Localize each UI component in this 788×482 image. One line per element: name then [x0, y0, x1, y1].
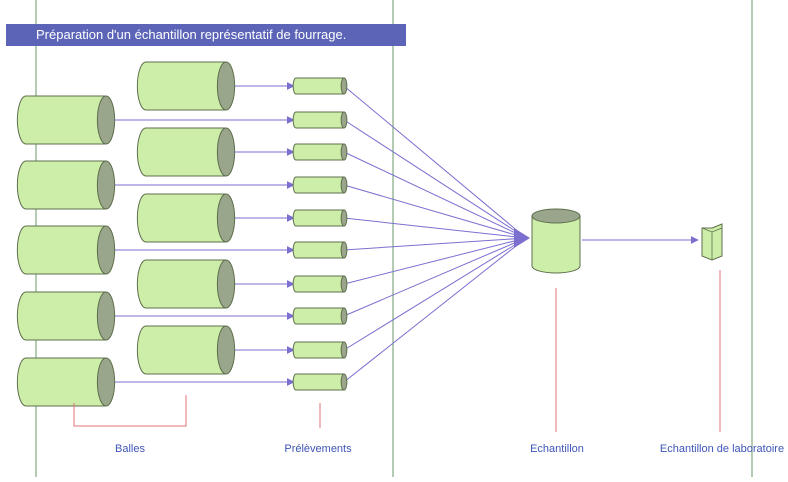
converge-line — [343, 85, 527, 239]
label-echantillon: Echantillon — [530, 443, 584, 455]
converge-line — [343, 237, 527, 351]
converge-line — [343, 237, 527, 383]
sample — [292, 77, 348, 95]
cylinder-end — [96, 160, 116, 210]
cylinder-body — [136, 61, 227, 111]
converge-line — [343, 184, 527, 239]
bale — [16, 160, 116, 210]
lab-sample-edges — [701, 227, 723, 260]
cylinder-end — [340, 77, 348, 95]
bale — [136, 61, 236, 111]
cylinder-body — [16, 291, 107, 341]
cylinder-body — [292, 176, 345, 194]
converge-line — [343, 217, 527, 239]
cylinder-end — [96, 95, 116, 145]
bale — [16, 95, 116, 145]
cylinder-end — [340, 341, 348, 359]
converge-line — [343, 119, 527, 239]
cylinder-body — [292, 209, 345, 227]
converge-arrowhead — [514, 228, 530, 248]
cylinder-body — [136, 193, 227, 243]
echantillon-cylinder — [531, 208, 581, 274]
cylinder-body — [136, 127, 227, 177]
cylinder-body — [16, 357, 107, 407]
sample — [292, 111, 348, 129]
label-balles: Balles — [115, 443, 145, 455]
cylinder-end — [340, 176, 348, 194]
cylinder-end — [96, 357, 116, 407]
cylinder-end — [340, 307, 348, 325]
bale — [136, 259, 236, 309]
cylinder-top — [531, 208, 581, 224]
cylinder-body — [292, 111, 345, 129]
cylinder-body — [292, 241, 345, 259]
sample — [292, 373, 348, 391]
label-echantillon-laboratoire: Echantillon de laboratoire — [660, 443, 784, 455]
bale — [16, 357, 116, 407]
converge-line — [343, 237, 527, 251]
sample — [292, 241, 348, 259]
sample — [292, 341, 348, 359]
cylinder-body — [292, 275, 345, 293]
cylinder-end — [340, 111, 348, 129]
cylinder-body — [292, 341, 345, 359]
cylinder-end — [340, 143, 348, 161]
cylinder-end — [96, 291, 116, 341]
cylinder-body — [292, 77, 345, 95]
cylinder-body — [16, 225, 107, 275]
cylinder-end — [216, 127, 236, 177]
cylinder-end — [216, 61, 236, 111]
cylinder-end — [340, 275, 348, 293]
cylinder-body — [136, 325, 227, 375]
sample — [292, 307, 348, 325]
cylinder-end — [340, 209, 348, 227]
cylinder-body — [531, 216, 581, 274]
sample — [292, 176, 348, 194]
cylinder-end — [216, 193, 236, 243]
cylinder-end — [96, 225, 116, 275]
cylinder-body — [16, 95, 107, 145]
bale — [16, 225, 116, 275]
bale — [16, 291, 116, 341]
cylinder-body — [292, 373, 345, 391]
balles-bracket — [73, 395, 187, 427]
cylinder-end — [216, 325, 236, 375]
converge-line — [343, 237, 527, 317]
cylinder-body — [136, 259, 227, 309]
cylinder-end — [216, 259, 236, 309]
sample — [292, 275, 348, 293]
cylinder-end — [340, 241, 348, 259]
cylinder-body — [292, 143, 345, 161]
converge-line — [343, 237, 527, 285]
cylinder-body — [16, 160, 107, 210]
sample — [292, 143, 348, 161]
cylinder-end — [340, 373, 348, 391]
bale — [136, 127, 236, 177]
title-banner: Préparation d'un échantillon représentat… — [6, 24, 406, 46]
bale — [136, 325, 236, 375]
cylinder-body — [292, 307, 345, 325]
sample — [292, 209, 348, 227]
converge-line — [343, 151, 527, 239]
label-prelevements: Prélèvements — [284, 443, 352, 455]
bale — [136, 193, 236, 243]
